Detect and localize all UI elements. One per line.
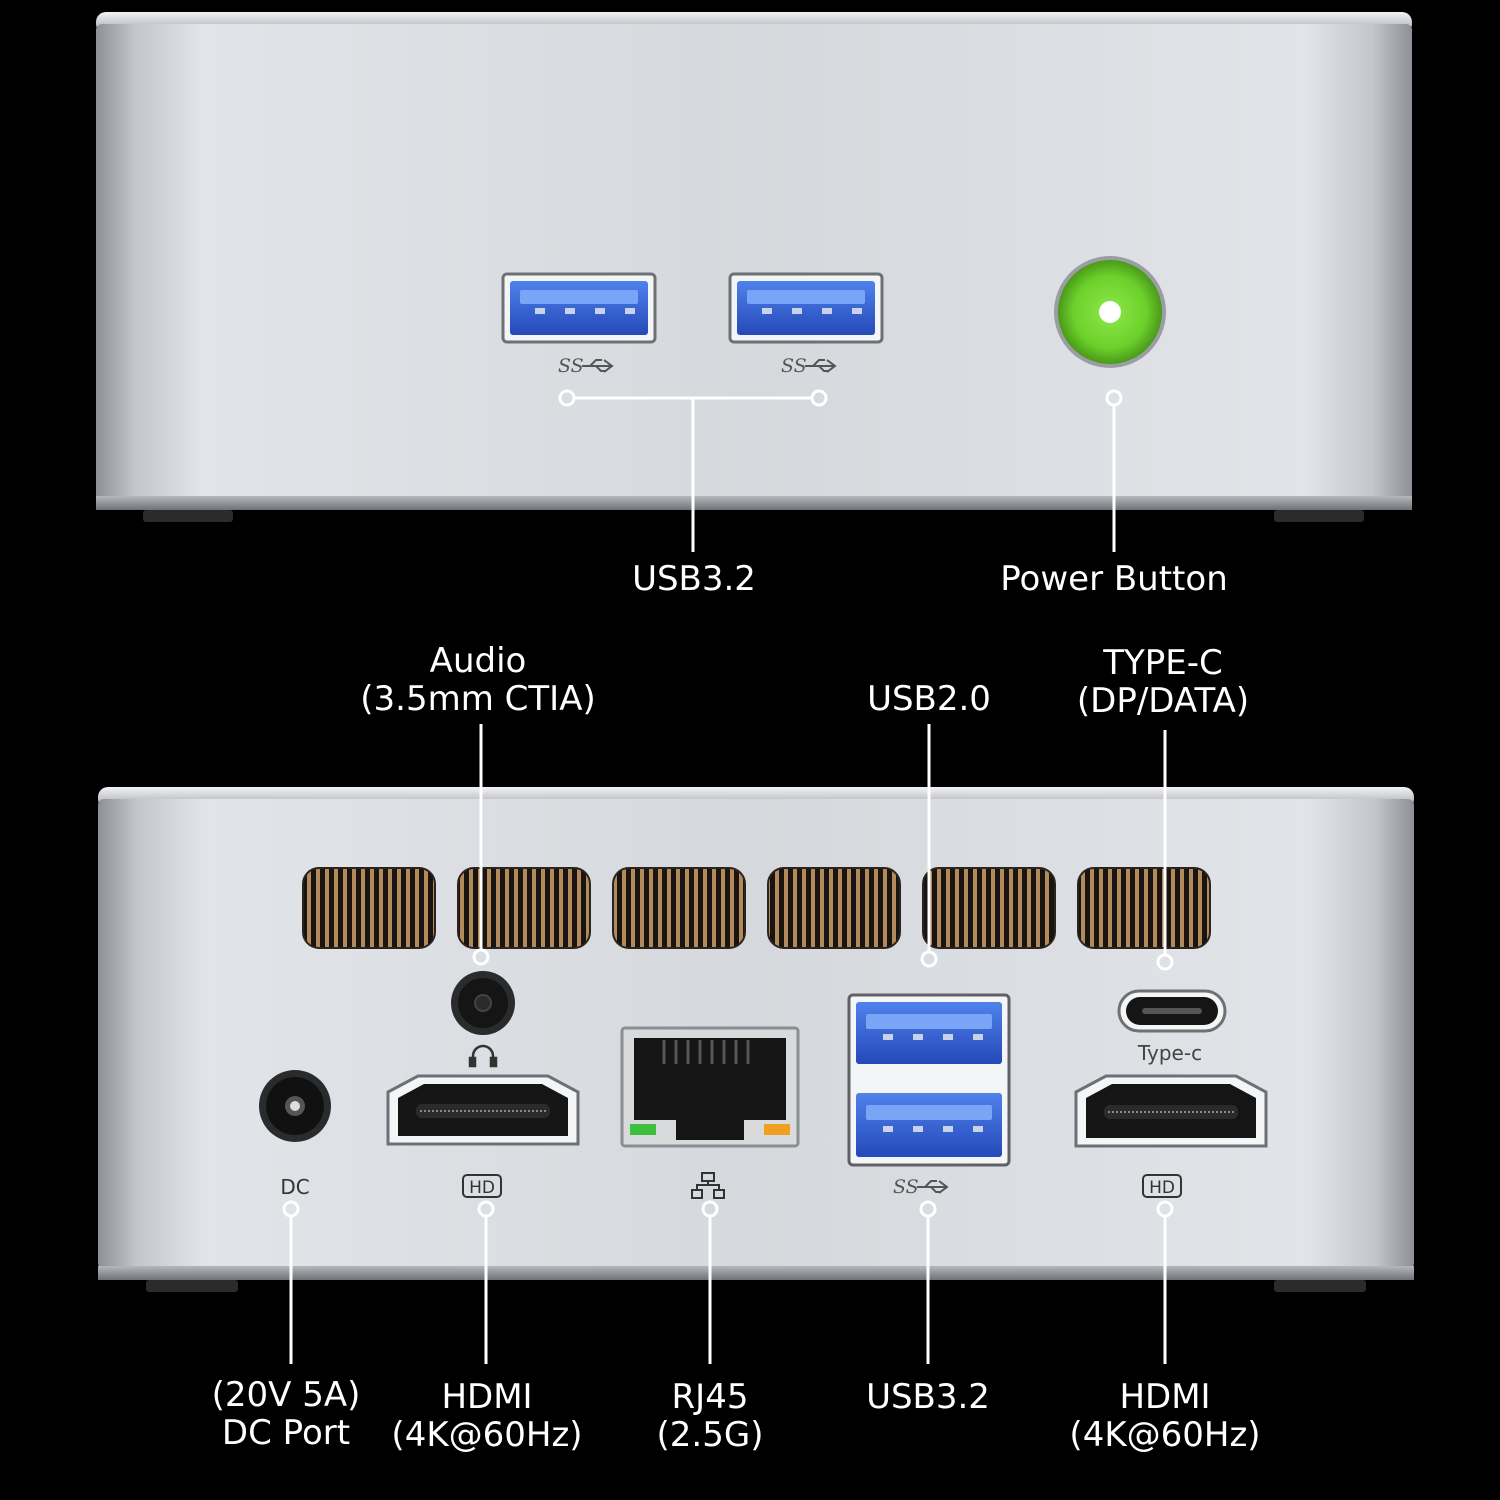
hd-icon: HD — [462, 1174, 502, 1198]
label-audio: Audio (3.5mm CTIA) — [360, 641, 596, 719]
svg-text:SS: SS — [781, 355, 807, 377]
svg-text:HD: HD — [469, 1178, 495, 1198]
rear-panel: DC HD — [98, 724, 1414, 1364]
svg-text:HD: HD — [1149, 1178, 1175, 1198]
front-usb-port-1 — [501, 272, 657, 344]
rj45-port — [620, 1026, 800, 1148]
label-usb20: USB2.0 — [867, 679, 991, 719]
vent-grille — [302, 867, 1211, 949]
label-front-usb32: USB3.2 — [632, 559, 756, 599]
svg-text:SS: SS — [893, 1176, 919, 1198]
front-foot-left — [143, 510, 233, 522]
audio-jack — [451, 971, 515, 1035]
network-icon — [691, 1172, 725, 1199]
headphone-icon — [468, 1044, 498, 1068]
power-button[interactable] — [1054, 256, 1166, 368]
svg-text:SS: SS — [558, 355, 584, 377]
usb-ss-icon: SS — [893, 1176, 949, 1198]
front-panel: SS SS — [96, 12, 1412, 552]
front-foot-right — [1274, 510, 1364, 522]
label-dc-port: (20V 5A) DC Port — [211, 1375, 361, 1453]
hdmi-port-2 — [1074, 1074, 1268, 1148]
usb-ss-icon: SS — [781, 355, 837, 377]
usb-ss-icon: SS — [558, 355, 614, 377]
label-rear-usb32: USB3.2 — [866, 1377, 990, 1417]
rear-callouts — [282, 724, 1174, 1364]
front-usb-port-2 — [728, 272, 884, 344]
front-callouts — [558, 389, 1123, 552]
rear-foot-left — [146, 1280, 238, 1292]
label-typec: TYPE-C (DP/DATA) — [1076, 643, 1250, 721]
hdmi-port-1 — [386, 1074, 580, 1146]
typec-port — [1117, 989, 1227, 1033]
rj45-led-green — [630, 1124, 656, 1135]
typec-mark: Type-c — [1137, 1041, 1202, 1065]
dc-jack — [259, 1070, 331, 1142]
label-rj45: RJ45 (2.5G) — [656, 1377, 764, 1455]
hd-icon: HD — [1142, 1174, 1182, 1198]
rear-usb-stack — [847, 993, 1011, 1167]
rear-foot-right — [1274, 1280, 1366, 1292]
rj45-led-amber — [764, 1124, 790, 1135]
label-power-button: Power Button — [1000, 559, 1228, 599]
label-hdmi-2: HDMI (4K@60Hz) — [1069, 1377, 1261, 1455]
label-hdmi-1: HDMI (4K@60Hz) — [391, 1377, 583, 1455]
dc-mark: DC — [280, 1175, 309, 1199]
